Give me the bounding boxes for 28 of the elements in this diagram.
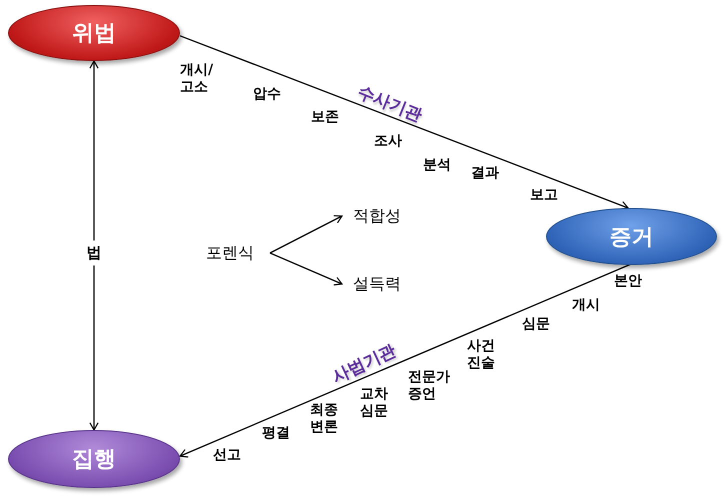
step-label: 개시 <box>572 297 600 314</box>
step-label: 결과 <box>471 165 499 182</box>
step-label: 분석 <box>423 157 451 174</box>
edge-label: 법 <box>86 240 102 266</box>
step-label: 심문 <box>522 316 550 333</box>
arrow <box>89 60 99 431</box>
arrow <box>270 252 343 286</box>
step-label: 최종 변론 <box>310 402 338 436</box>
ellipse-node: 집행 <box>8 430 180 488</box>
step-label: 교차 심문 <box>360 386 388 420</box>
step-label: 조사 <box>374 133 402 150</box>
step-label: 전문가 증언 <box>408 369 450 403</box>
term-label: 적합성 <box>342 204 412 228</box>
arrow <box>179 263 632 458</box>
ellipse-node: 증거 <box>546 208 717 265</box>
step-label: 압수 <box>253 86 281 103</box>
step-label: 보고 <box>530 187 558 204</box>
arrow <box>270 215 343 254</box>
term-label: 포렌식 <box>190 241 270 265</box>
arrow <box>180 35 629 210</box>
step-label: 보존 <box>311 109 339 126</box>
step-label: 평결 <box>262 425 290 442</box>
term-label: 설득력 <box>342 272 412 296</box>
step-label: 본안 <box>614 273 642 290</box>
ellipse-node: 위법 <box>8 5 180 61</box>
step-label: 사건 진술 <box>467 338 495 372</box>
step-label: 개시/ 고소 <box>180 62 214 96</box>
step-label: 선고 <box>213 447 241 464</box>
